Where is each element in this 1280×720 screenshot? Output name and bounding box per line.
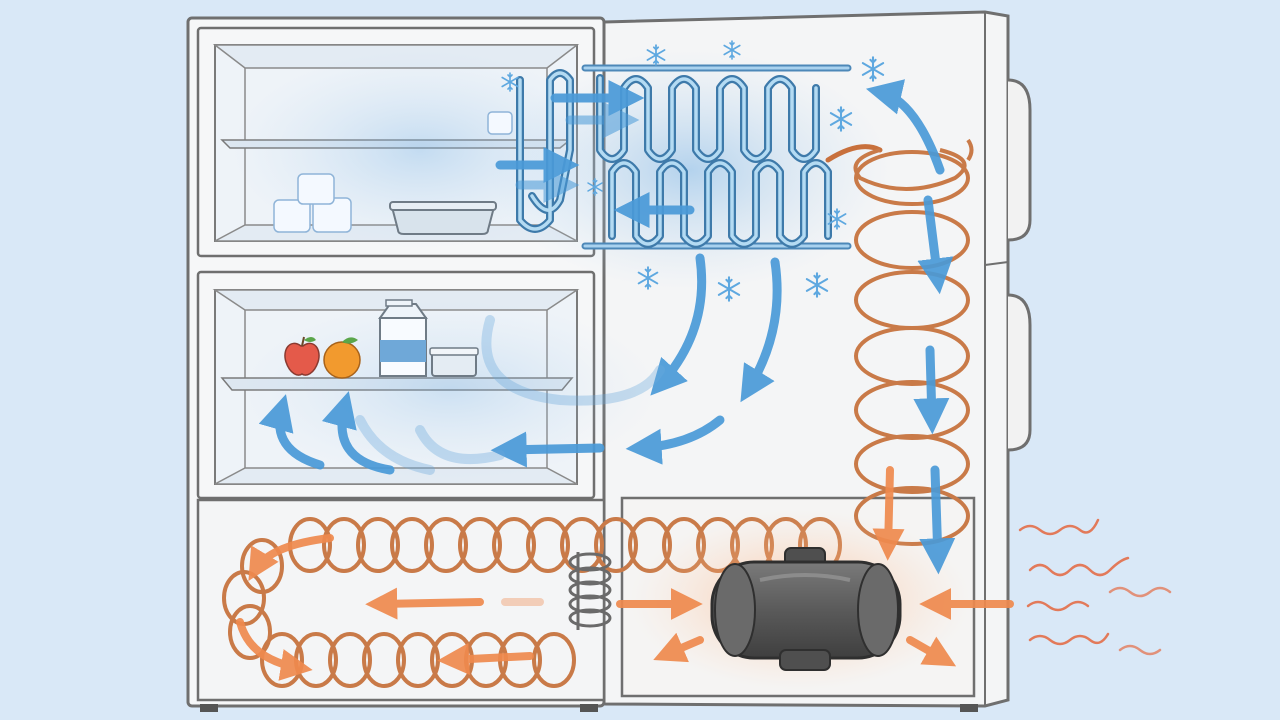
cold-air-arrow: [740, 257, 782, 403]
condenser-coil-ring: [328, 632, 372, 688]
food-container: [429, 347, 479, 377]
warm-air-arrow: [653, 632, 704, 663]
ice-cubes: [273, 111, 513, 233]
condenser-coil-ring: [322, 517, 366, 573]
ice-tray: [389, 201, 497, 235]
cold-air-arrow: [258, 394, 325, 470]
cold-air-swirls: [355, 315, 665, 475]
condenser-coil-ring: [390, 517, 434, 573]
heat-wave-icon: [1118, 644, 1162, 656]
heat-wave-icon: [1028, 632, 1110, 646]
heat-wave-icon: [1026, 600, 1090, 612]
compressor: [710, 547, 902, 671]
warm-air-arrow: [437, 643, 534, 676]
cold-air-arrows: [258, 79, 956, 575]
condenser-coil-ring: [560, 517, 604, 573]
milk-carton: [378, 299, 428, 377]
cold-air-arrow: [865, 79, 945, 175]
heat-wave-icon: [1028, 556, 1130, 577]
condenser-coil-ring: [356, 517, 400, 573]
warm-air-arrow: [906, 636, 957, 667]
condenser-coil-ring: [532, 632, 576, 688]
warm-air-arrow: [236, 618, 313, 681]
cold-air-arrow: [919, 465, 956, 575]
cold-air-arrow: [650, 253, 707, 396]
condenser-coil-vertical: [853, 138, 974, 546]
warm-air-arrow: [872, 466, 905, 561]
heat-waves: [1018, 518, 1172, 656]
condenser-coil-ring: [424, 517, 468, 573]
capillary-spring: [568, 552, 612, 630]
warm-air-arrow: [248, 534, 334, 581]
lower-handle: [1007, 293, 1032, 452]
cold-air-arrow: [490, 431, 605, 468]
evaporator-coil: [516, 64, 883, 250]
condenser-coil-ring: [492, 517, 536, 573]
heat-wave-icon: [1108, 586, 1172, 598]
condenser-coil-ring: [458, 517, 502, 573]
condenser-coil-ring: [526, 517, 570, 573]
warm-air-arrow: [365, 587, 484, 620]
cold-air-arrow: [913, 345, 950, 435]
upper-handle: [1007, 78, 1032, 242]
cold-air-arrow: [321, 391, 395, 475]
warm-air-arrows: [236, 466, 1014, 681]
condenser-coil-ring: [594, 517, 638, 573]
condenser-coil-ring: [228, 604, 272, 660]
heat-wave-icon: [1018, 518, 1100, 536]
orange: [323, 337, 361, 379]
cold-air-arrow: [917, 195, 954, 295]
apple: [284, 336, 320, 376]
cold-air-arrow: [625, 415, 725, 465]
condenser-coil-ring: [362, 632, 406, 688]
